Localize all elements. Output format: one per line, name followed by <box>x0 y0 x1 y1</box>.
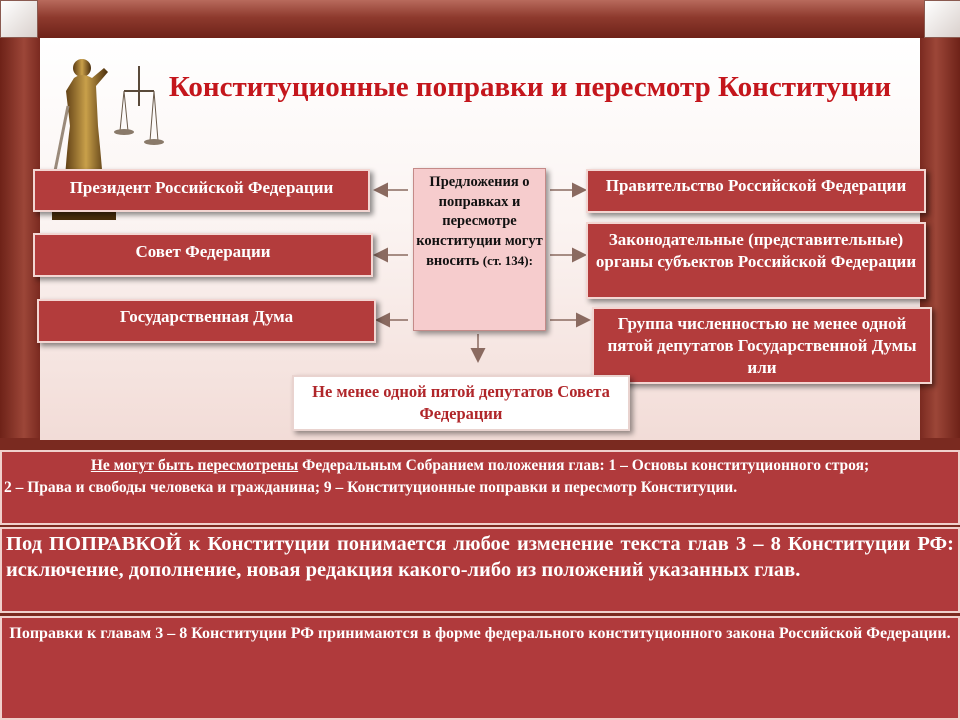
band-not-revisable: Не могут быть пересмотрены Федеральным С… <box>0 450 960 525</box>
box-state-duma-label: Государственная Дума <box>119 307 294 326</box>
box-duma-deputies-group-label: Группа численностью не менее одной пятой… <box>607 314 917 377</box>
frame-corner-right <box>924 0 960 38</box>
box-government-label: Правительство Российской Федерации <box>605 176 907 195</box>
page-title: Конституционные поправки и пересмотр Кон… <box>168 71 892 103</box>
center-box-article-ref: (ст. 134): <box>482 253 533 268</box>
frame-top <box>0 0 960 38</box>
box-president-label: Президент Российской Федерации <box>69 178 334 197</box>
center-box-proposals: Предложения о поправках и пересмотре кон… <box>413 168 546 331</box>
box-president: Президент Российской Федерации <box>33 169 370 212</box>
band-not-revisable-lead: Не могут быть пересмотрены <box>90 457 299 474</box>
center-box-text: Предложения о поправках и пересмотре кон… <box>416 174 543 269</box>
box-duma-deputies-group: Группа численностью не менее одной пятой… <box>592 307 932 384</box>
frame-corner-left <box>0 0 38 38</box>
box-state-duma: Государственная Дума <box>37 299 376 343</box>
band-not-revisable-line3: 2 – Права и свободы человека и гражданин… <box>4 479 738 496</box>
box-federation-council: Совет Федерации <box>33 233 373 277</box>
box-federation-council-deputies: Не менее одной пятой депутатов Совета Фе… <box>292 375 630 431</box>
band-amendment-definition-text: Под ПОПРАВКОЙ к Конституции понимается л… <box>6 533 954 581</box>
band-amendment-definition: Под ПОПРАВКОЙ к Конституции понимается л… <box>0 527 960 613</box>
box-government: Правительство Российской Федерации <box>586 169 926 213</box>
band-not-revisable-text: Федеральным Собранием положения глав: 1 … <box>298 457 870 474</box>
box-regional-legislatures: Законодательные (представительные) орган… <box>586 222 926 299</box>
band-amendment-adoption: Поправки к главам 3 – 8 Конституции РФ п… <box>0 616 960 720</box>
band-amendment-adoption-text: Поправки к главам 3 – 8 Конституции РФ п… <box>9 625 951 642</box>
box-regional-legislatures-label: Законодательные (представительные) орган… <box>595 230 917 271</box>
box-federation-council-deputies-label: Не менее одной пятой депутатов Совета Фе… <box>312 382 610 423</box>
box-federation-council-label: Совет Федерации <box>135 242 271 261</box>
